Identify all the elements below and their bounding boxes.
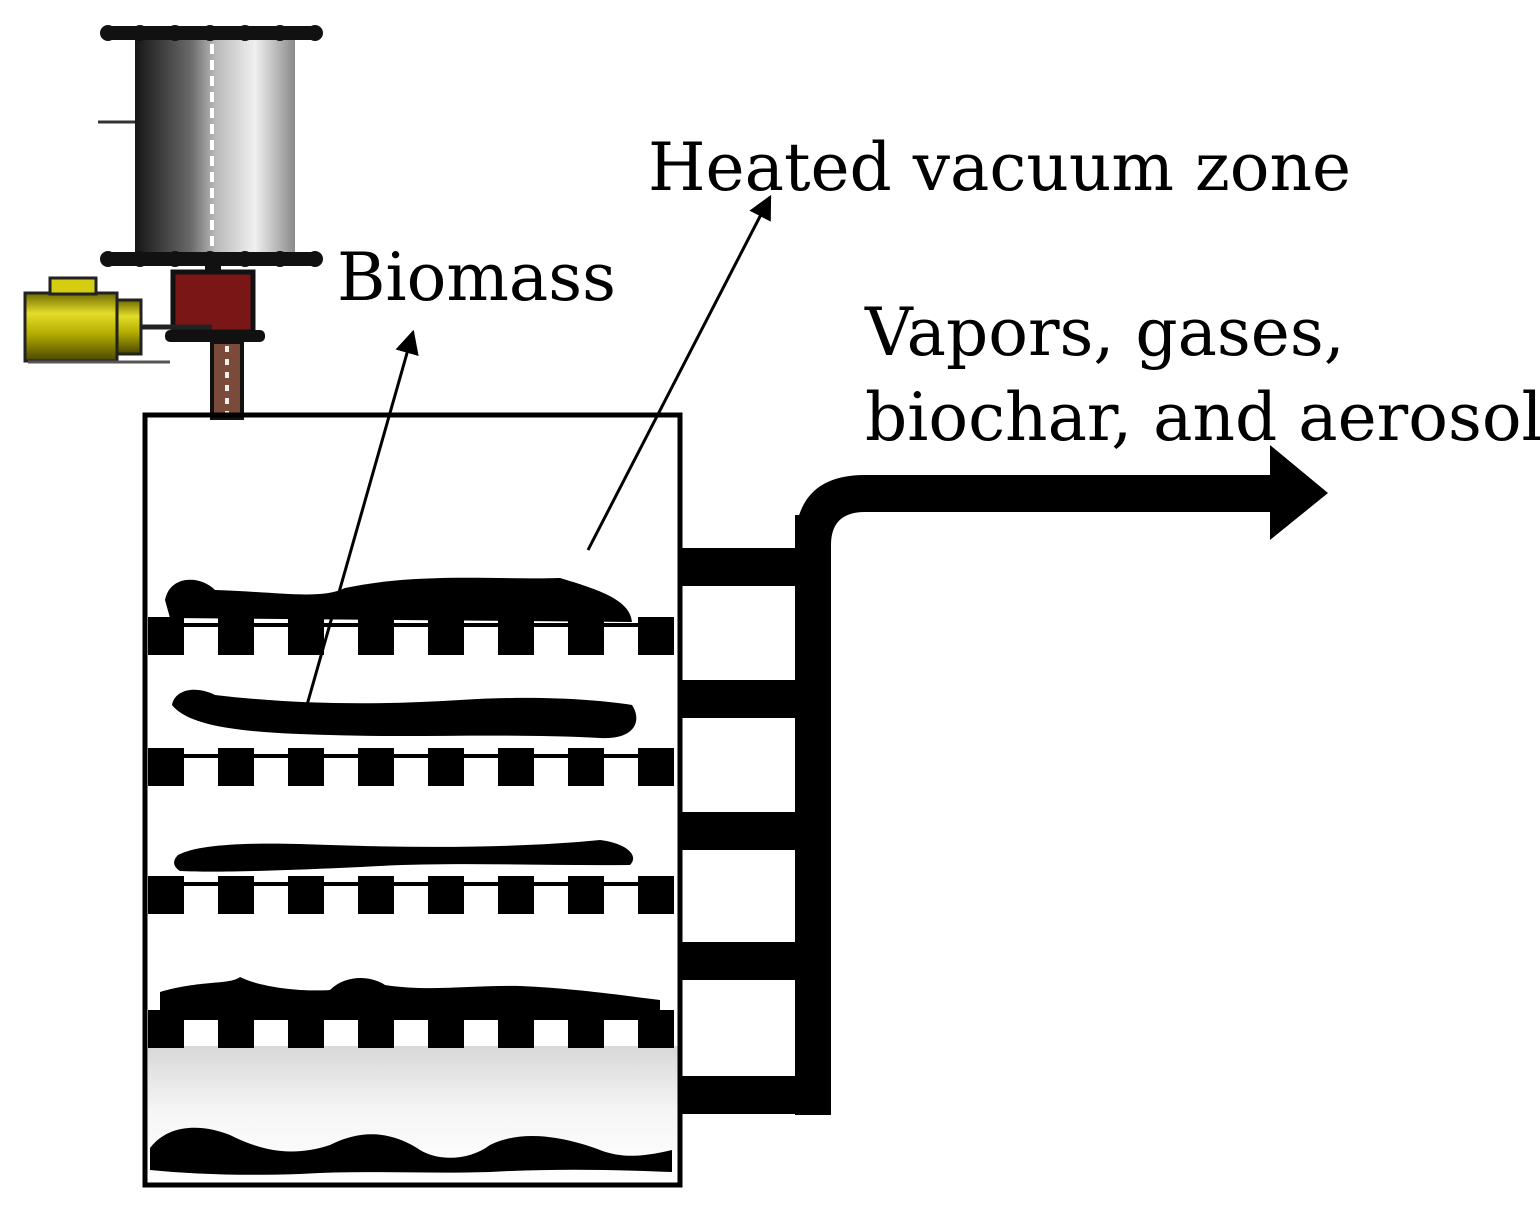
tray-1-rail	[148, 623, 668, 627]
tray-2-block-8	[638, 748, 674, 786]
tray-4-rail	[148, 1016, 668, 1020]
tray-2-block-7	[568, 748, 604, 786]
tray-2-block-3	[288, 748, 324, 786]
tray-3-block-3	[288, 876, 324, 914]
tray-1-block-7	[568, 617, 604, 655]
flange-bolt-1-5	[237, 25, 253, 41]
biomass-layer-3	[174, 840, 634, 872]
tray-2-block-5	[428, 748, 464, 786]
biomass-label: Biomass	[337, 239, 616, 316]
flange-bolt-2-7	[307, 251, 323, 267]
output-label-line-2: biochar, and aerosols	[865, 379, 1540, 456]
tray-3-block-2	[218, 876, 254, 914]
biomass-layer-1	[165, 577, 632, 622]
side-outlet-5	[680, 1076, 810, 1114]
biomass-hopper	[98, 25, 323, 267]
tray-1-block-1	[148, 617, 184, 655]
side-outlet-3	[680, 812, 810, 850]
tray-3-block-6	[498, 876, 534, 914]
tray-4-block-3	[288, 1010, 324, 1048]
tray-4-block-6	[498, 1010, 534, 1048]
tray-4-block-1	[148, 1010, 184, 1048]
tray-1-block-4	[358, 617, 394, 655]
tray-3-block-8	[638, 876, 674, 914]
tray-2-block-1	[148, 748, 184, 786]
tray-1-block-5	[428, 617, 464, 655]
tray-2-rail	[148, 754, 668, 758]
biomass-pointer-arrow	[303, 329, 419, 713]
side-outlet-2	[680, 680, 810, 718]
shaft-flange	[165, 330, 265, 342]
tray-3-block-7	[568, 876, 604, 914]
biomass-layer-4	[160, 977, 660, 1018]
feed-pipe	[210, 340, 244, 420]
tray-4-block-4	[358, 1010, 394, 1048]
flange-bolt-2-2	[132, 251, 148, 267]
biomass-layer-2	[172, 689, 637, 739]
tray-3-rail	[148, 882, 668, 886]
tray-1-block-2	[218, 617, 254, 655]
output-label-line-1: Vapors, gases,	[864, 294, 1345, 371]
flange-bolt-1-1	[100, 25, 116, 41]
flange-bolts	[100, 25, 323, 267]
side-outlet-pipes	[680, 548, 810, 1114]
flange-bolt-2-6	[272, 251, 288, 267]
tray-3-block-4	[358, 876, 394, 914]
heated-zone-pointer-arrow	[586, 194, 772, 551]
flange-bolt-1-6	[272, 25, 288, 41]
flange-bolt-1-2	[132, 25, 148, 41]
flange-bolt-2-1	[100, 251, 116, 267]
valve-body	[170, 269, 256, 335]
tray-4-block-8	[638, 1010, 674, 1048]
motor-body	[23, 291, 119, 363]
tray-2-block-6	[498, 748, 534, 786]
biomass-layers	[150, 577, 672, 1175]
feed-pipe-body	[210, 340, 244, 420]
side-outlet-1	[680, 548, 810, 586]
hopper-cylinder	[135, 32, 295, 257]
tray-4-block-2	[218, 1010, 254, 1048]
side-outlet-4	[680, 942, 810, 980]
tray-1-block-3	[288, 617, 324, 655]
tray-3-block-5	[428, 876, 464, 914]
valve-collar	[205, 262, 221, 274]
tray-4-block-7	[568, 1010, 604, 1048]
flange-bolt-1-3	[167, 25, 183, 41]
flange-bolt-1-4	[202, 25, 218, 41]
perforated-trays	[148, 617, 674, 1048]
motor-box	[48, 276, 98, 296]
tray-1-block-6	[498, 617, 534, 655]
outlet-manifold	[680, 445, 1328, 1115]
tray-1-block-8	[638, 617, 674, 655]
tray-3-block-1	[148, 876, 184, 914]
biomass-bottom-residue	[150, 1127, 672, 1175]
tray-2-block-4	[358, 748, 394, 786]
rotary-valve	[165, 262, 265, 342]
flange-bolt-2-5	[237, 251, 253, 267]
drive-motor	[23, 276, 212, 364]
reactor-vessel	[142, 412, 683, 1188]
heated-vacuum-zone-label: Heated vacuum zone	[648, 129, 1351, 206]
motor-endcap	[115, 298, 143, 356]
flange-bolt-2-3	[167, 251, 183, 267]
tray-2-block-2	[218, 748, 254, 786]
flange-bolt-1-7	[307, 25, 323, 41]
output-arrow	[795, 445, 1328, 560]
tray-4-block-5	[428, 1010, 464, 1048]
